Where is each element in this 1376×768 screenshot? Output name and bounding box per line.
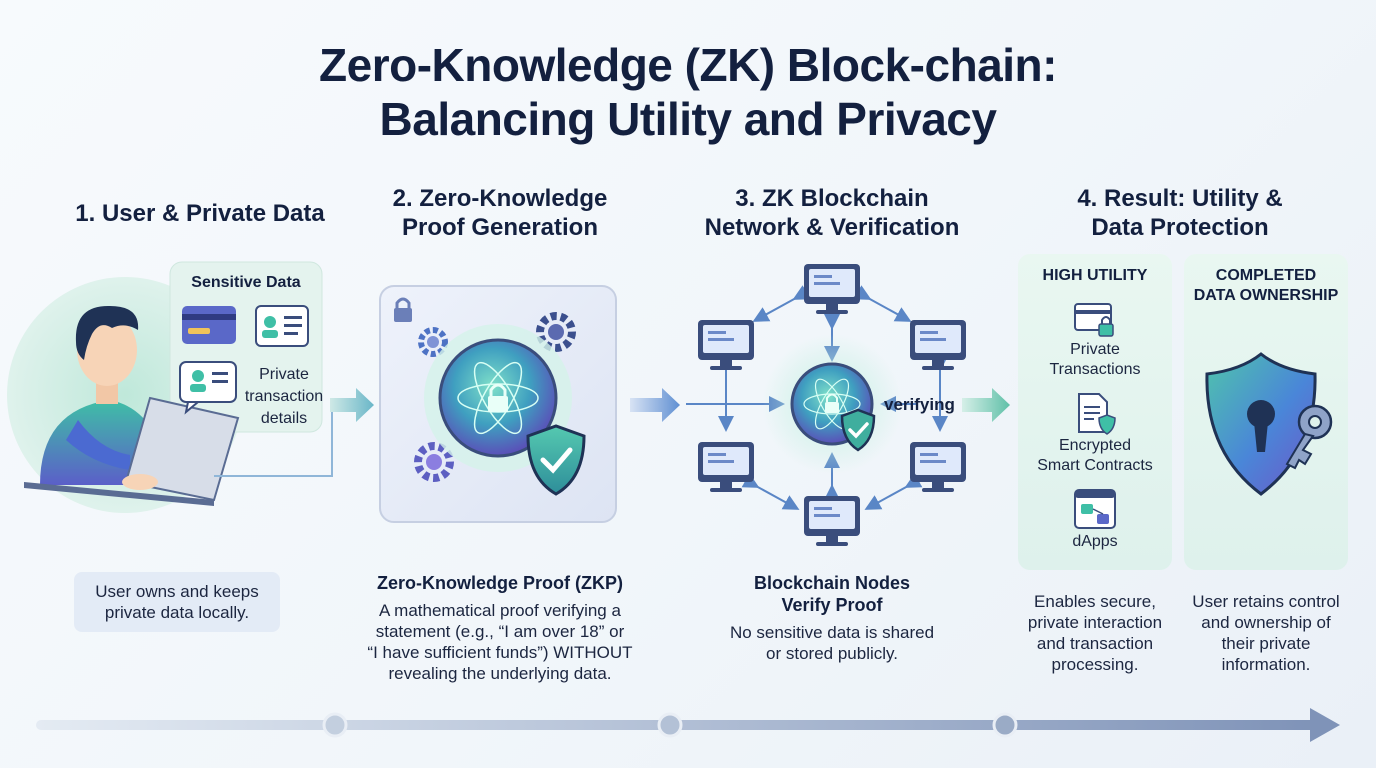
app-window-icon — [1074, 489, 1116, 529]
data-ownership-card: COMPLETED DATA OWNERSHIP — [1184, 254, 1348, 570]
zkp-desc-line2: statement (e.g., “I am over 18” or — [375, 622, 625, 641]
page-title: Zero-Knowledge (ZK) Block-chain: Balanci… — [0, 38, 1376, 146]
step1-illustration — [7, 261, 333, 513]
step2-description: Zero-Knowledge Proof (ZKP) A mathematica… — [330, 572, 670, 684]
high-utility-title: HIGH UTILITY — [1042, 267, 1148, 284]
step1-note-line1: User owns and keeps — [95, 582, 259, 601]
shield-check-icon — [526, 424, 586, 496]
private-transaction-label: Private transaction details — [236, 364, 332, 430]
utility-item-2-line2: Smart Contracts — [1037, 457, 1153, 474]
step4-heading-line1: 4. Result: Utility & — [1077, 185, 1283, 212]
node-computer-icon — [910, 442, 966, 492]
node-computer-icon — [804, 264, 860, 314]
utility-description: Enables secure, private interaction and … — [1010, 591, 1180, 675]
credit-card-icon — [182, 306, 236, 344]
nodes-title-line2: Verify Proof — [781, 595, 883, 615]
chat-profile-icon — [179, 361, 237, 415]
gear-icon — [414, 442, 454, 482]
utility-desc-line3: and transaction — [1036, 634, 1154, 653]
padlock-small-icon — [394, 297, 412, 322]
nodes-desc-line1: No sensitive data is shared — [729, 623, 935, 642]
blockchain-network — [686, 264, 966, 546]
flow-arrow-2 — [630, 388, 680, 422]
shield-key-icon — [1205, 352, 1333, 496]
step3-description: Blockchain Nodes Verify Proof No sensiti… — [662, 572, 1002, 664]
node-computer-icon — [910, 320, 966, 370]
flow-arrow-1 — [330, 388, 374, 422]
ownership-description: User retains control and ownership of th… — [1180, 591, 1352, 675]
ownership-desc-line1: User retains control — [1192, 592, 1340, 611]
utility-item-3-line1: dApps — [1072, 533, 1118, 550]
timeline-marker-1 — [322, 712, 348, 738]
zk-coin-icon — [438, 338, 558, 458]
zkp-desc-line4: revealing the underlying data. — [388, 664, 612, 683]
nodes-title-line1: Blockchain Nodes — [753, 573, 911, 593]
ownership-title-line2: DATA OWNERSHIP — [1193, 287, 1339, 304]
key-icon — [1285, 404, 1333, 470]
step1-note: User owns and keeps private data locally… — [74, 572, 280, 632]
zkp-generator-illustration — [379, 285, 617, 523]
step1-note-line2: private data locally. — [104, 603, 250, 622]
zkp-desc-line1: A mathematical proof verifying a — [379, 601, 621, 620]
id-card-icon — [255, 305, 309, 347]
node-computer-icon — [698, 320, 754, 370]
zkp-desc-line3: “I have sufficient funds”) WITHOUT — [367, 643, 633, 662]
sensitive-data-label: Sensitive Data — [191, 274, 301, 291]
utility-item-1-line1: Private — [1070, 341, 1120, 358]
step3-heading-line1: 3. ZK Blockchain — [735, 185, 929, 212]
ownership-desc-line2: and ownership of — [1201, 613, 1331, 632]
zkp-title: Zero-Knowledge Proof (ZKP) — [377, 573, 623, 593]
flow-arrow-3 — [962, 388, 1010, 422]
progress-timeline — [36, 708, 1340, 742]
gear-icon — [536, 312, 576, 352]
utility-desc-line4: processing. — [1051, 655, 1139, 674]
utility-desc-line2: private interaction — [1027, 613, 1163, 632]
nodes-desc-line2: or stored publicly. — [766, 644, 898, 663]
step4-heading-line2: Data Protection — [1091, 214, 1269, 241]
step1-heading: 1. User & Private Data — [75, 200, 325, 227]
step3-heading: 3. ZK Blockchain Network & Verification — [662, 184, 1002, 242]
document-shield-icon — [1078, 393, 1116, 435]
step3-heading-line2: Network & Verification — [704, 214, 960, 241]
bubble-text-3: details — [260, 410, 308, 427]
step2-heading: 2. Zero-Knowledge Proof Generation — [330, 184, 670, 242]
bubble-text-1: Private — [259, 366, 309, 383]
node-computer-icon — [804, 496, 860, 546]
title-line-2: Balancing Utility and Privacy — [379, 93, 997, 145]
node-computer-icon — [698, 442, 754, 492]
ownership-desc-line3: their private — [1221, 634, 1311, 653]
step2-heading-line1: 2. Zero-Knowledge — [392, 185, 608, 212]
high-utility-card: HIGH UTILITY Private Transactions Encryp… — [1018, 254, 1172, 570]
lock-card-icon — [1074, 303, 1114, 337]
laptop-icon — [24, 396, 240, 506]
step4-heading: 4. Result: Utility & Data Protection — [1010, 184, 1350, 242]
verifying-label: verifying — [884, 395, 955, 414]
timeline-marker-3 — [992, 712, 1018, 738]
ownership-desc-line4: information. — [1221, 655, 1311, 674]
title-line-1: Zero-Knowledge (ZK) Block-chain: — [319, 39, 1057, 91]
timeline-arrowhead — [1310, 708, 1340, 742]
ownership-title-line1: COMPLETED — [1215, 267, 1317, 284]
bubble-text-2: transaction — [244, 388, 324, 405]
shield-check-icon — [840, 408, 876, 452]
timeline-marker-2 — [657, 712, 683, 738]
utility-desc-line1: Enables secure, — [1034, 592, 1156, 611]
utility-item-2-line1: Encrypted — [1058, 437, 1132, 454]
gear-icon — [418, 327, 448, 357]
utility-item-1-line2: Transactions — [1049, 361, 1141, 378]
step2-heading-line2: Proof Generation — [401, 214, 599, 241]
